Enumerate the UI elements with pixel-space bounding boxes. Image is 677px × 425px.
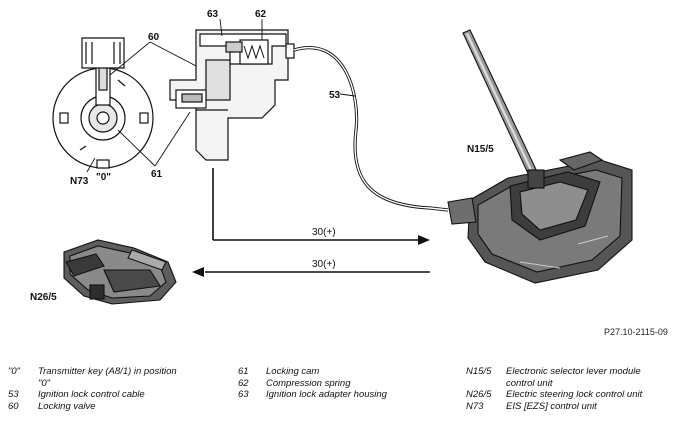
legend-value: Compression spring — [266, 377, 351, 389]
legend-value: "0" — [38, 377, 51, 389]
legend-item: 62 Compression spring — [238, 378, 387, 390]
legend-column-1: "0" Transmitter key (A8/1) in position "… — [8, 366, 177, 412]
legend-value: Electronic selector lever module — [506, 366, 641, 377]
legend-item: N73 EIS [EZS] control unit — [466, 401, 642, 413]
label-selector-lever-module: N15/5 — [467, 144, 494, 155]
legend-item: 53 Ignition lock control cable — [8, 389, 177, 401]
legend: "0" Transmitter key (A8/1) in position "… — [0, 366, 677, 422]
legend-value: Transmitter key (A8/1) in position — [38, 366, 177, 377]
legend-key: N26/5 — [466, 389, 492, 400]
legend-key: 61 — [238, 366, 249, 377]
legend-column-2: 61 Locking cam 62 Compression spring 63 … — [238, 366, 387, 401]
legend-value: Locking cam — [266, 366, 320, 377]
legend-value: Ignition lock adapter housing — [266, 389, 387, 400]
label-locking-cam: 61 — [151, 169, 163, 180]
legend-key: 62 — [238, 377, 249, 389]
legend-item-continued: "0" — [8, 378, 177, 390]
figure-reference: P27.10-2115-09 — [604, 327, 668, 337]
legend-item: 60 Locking valve — [8, 401, 177, 413]
legend-item-continued: control unit — [466, 378, 642, 390]
label-control-cable: 53 — [329, 90, 341, 101]
legend-value: EIS [EZS] control unit — [506, 400, 597, 412]
label-signal-30-back: 30(+) — [312, 259, 336, 270]
label-adapter-housing: 63 — [207, 9, 219, 20]
legend-value: Ignition lock control cable — [38, 389, 145, 400]
label-key-position: "0" — [96, 172, 111, 183]
control-cable — [293, 46, 449, 212]
label-compression-spring: 62 — [255, 9, 267, 20]
legend-value: Electric steering lock control unit — [506, 389, 643, 400]
legend-item: N26/5 Electric steering lock control uni… — [466, 389, 642, 401]
label-steering-lock-unit: N26/5 — [30, 292, 57, 303]
legend-key: 60 — [8, 400, 19, 412]
legend-key: N73 — [466, 400, 484, 412]
legend-item: 63 Ignition lock adapter housing — [238, 389, 387, 401]
legend-value: Locking valve — [38, 400, 96, 412]
legend-column-3: N15/5 Electronic selector lever module c… — [466, 366, 642, 412]
leader-lines-left — [86, 41, 201, 173]
signal-arrows — [192, 168, 430, 277]
adapter-housing-drawing — [169, 18, 295, 161]
legend-item: "0" Transmitter key (A8/1) in position — [8, 366, 177, 378]
ignition-lock-drawing — [52, 37, 154, 169]
legend-item: N15/5 Electronic selector lever module — [466, 366, 642, 378]
steering-lock-unit-drawing — [63, 239, 177, 305]
selector-lever-module-drawing — [447, 29, 633, 284]
legend-key: N15/5 — [466, 366, 492, 377]
legend-key: 63 — [238, 389, 249, 400]
legend-value: control unit — [506, 377, 553, 389]
legend-key: 53 — [8, 389, 19, 400]
label-eis-control-unit: N73 — [70, 176, 89, 187]
label-locking-valve: 60 — [148, 32, 160, 43]
legend-key: "0" — [8, 366, 21, 377]
legend-item: 61 Locking cam — [238, 366, 387, 378]
label-signal-30-forward: 30(+) — [312, 227, 336, 238]
